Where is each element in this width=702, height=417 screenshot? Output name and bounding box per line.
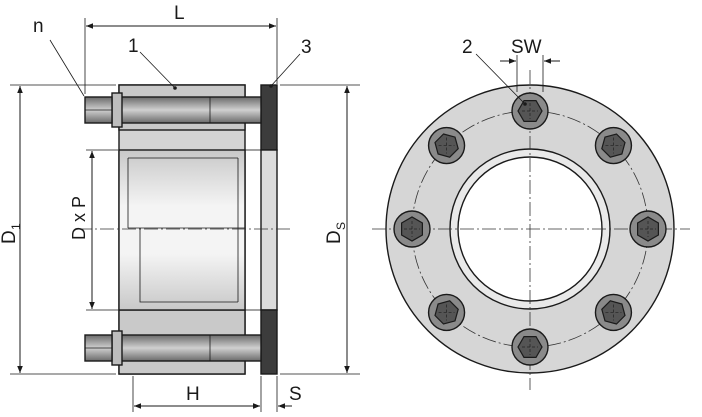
leader-3: [270, 53, 301, 87]
bolt-head: [594, 126, 633, 165]
bore-inner: [118, 149, 246, 311]
bolt-head: [594, 293, 633, 332]
label-D1-sub: 1: [9, 223, 23, 230]
leader-1: [139, 51, 176, 89]
side-view: n 1 3 L D 1 D x P D S H S: [0, 3, 360, 412]
label-bore: D x P: [69, 196, 89, 240]
bolt-head: [629, 210, 667, 248]
label-part-3: 3: [301, 37, 312, 58]
sleeve-gap: [244, 149, 262, 311]
label-Ds-sub: S: [334, 222, 348, 230]
front-view: 2 SW: [372, 37, 690, 390]
leader-n: [49, 39, 85, 97]
bolt-head: [393, 210, 431, 248]
upper-bolt: [84, 92, 262, 128]
label-L: L: [174, 3, 185, 24]
lower-bolt: [84, 330, 262, 366]
flange-plate-dark-bottom: [260, 309, 278, 375]
label-H: H: [186, 384, 200, 405]
bolt-head: [427, 126, 466, 165]
bolt-heads-group: [393, 92, 667, 366]
label-Ds: D: [324, 230, 345, 244]
label-part-2: 2: [462, 37, 473, 58]
bolt-head: [427, 293, 466, 332]
flange-plate-dark-top: [260, 84, 278, 151]
label-D1: D: [0, 230, 20, 244]
bolt-head: [511, 328, 549, 366]
label-SW: SW: [511, 37, 542, 58]
label-S: S: [289, 384, 302, 405]
label-part-1: 1: [128, 36, 139, 57]
label-n: n: [33, 16, 44, 37]
bolt-head: [511, 92, 549, 130]
flange-plate-mid: [260, 149, 278, 311]
leader-2: [475, 53, 526, 105]
taper-lines: [119, 149, 245, 303]
